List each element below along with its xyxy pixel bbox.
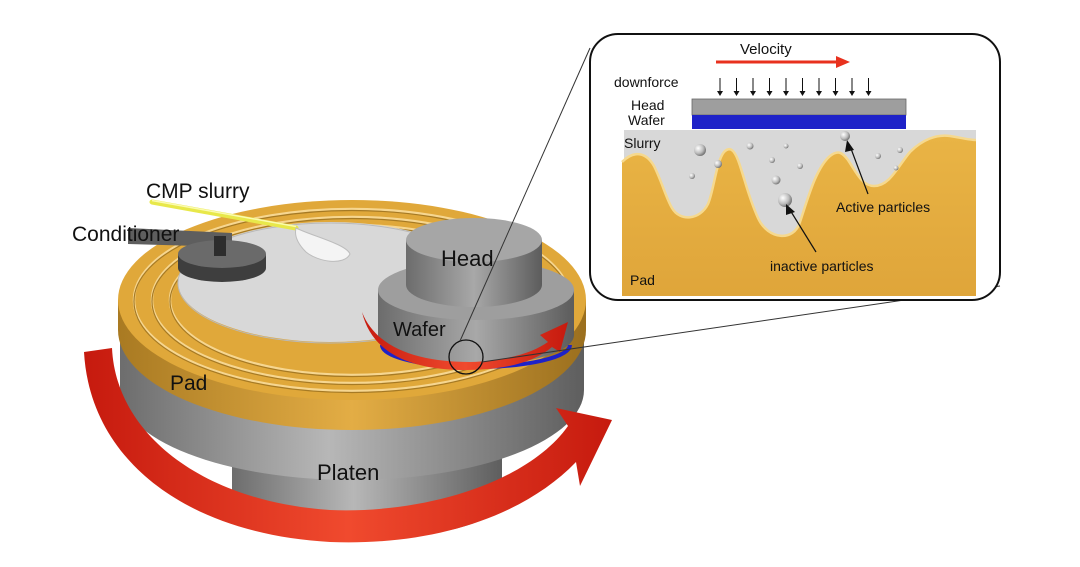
inset-head-layer — [691, 98, 907, 116]
head-rotation-arrow — [362, 312, 568, 370]
label-wafer: Wafer — [393, 319, 446, 341]
inset-label-slurry: Slurry — [624, 135, 661, 151]
particle — [694, 144, 706, 156]
slurry-tube-highlight — [151, 199, 297, 228]
slurry-particles — [689, 131, 903, 207]
inset-label-velocity: Velocity — [740, 41, 792, 58]
slurry-dispenser — [149, 199, 351, 262]
particle — [893, 165, 899, 171]
label-head: Head — [441, 246, 494, 271]
inset-label-wafer: Wafer — [628, 112, 665, 128]
pad — [118, 200, 586, 430]
inset-pad-highlight — [621, 134, 977, 238]
inset-label-head: Head — [631, 97, 664, 113]
head-rotation-arrow-body — [362, 312, 568, 370]
downforce-arrow-head — [799, 91, 806, 96]
downforce-arrow-head — [849, 91, 855, 96]
active-particle — [840, 131, 850, 141]
inactive-particles-pointer-head — [786, 204, 795, 215]
magnifier-line-top — [459, 47, 591, 342]
active-particles-pointer-head — [845, 140, 854, 152]
particle — [875, 153, 881, 159]
velocity-arrow-head — [836, 56, 850, 68]
inset-pad-surface — [622, 135, 976, 296]
downforce-arrow-head — [717, 91, 723, 96]
downforce-arrow-head — [733, 91, 740, 96]
particle — [769, 157, 775, 163]
downforce-arrow-head — [816, 91, 822, 96]
inset-panel: Velocity downforce Head Wafer — [589, 33, 1001, 301]
inset-label-active-particles: Active particles — [836, 199, 930, 215]
downforce-arrows — [717, 78, 872, 96]
label-conditioner: Conditioner — [72, 223, 179, 246]
inset-label-downforce: downforce — [614, 74, 679, 90]
inset-wafer-layer — [692, 115, 906, 129]
particle — [771, 175, 781, 185]
head-top-cap — [406, 218, 542, 262]
carrier-head — [378, 218, 574, 369]
downforce-arrow-head — [766, 91, 773, 96]
particle — [797, 163, 803, 169]
inactive-particle — [778, 193, 792, 207]
label-platen: Platen — [317, 460, 379, 485]
label-pad: Pad — [170, 372, 207, 395]
particle — [746, 142, 754, 150]
platen-rotation-arrow — [84, 348, 612, 543]
inactive-particles-pointer — [789, 209, 817, 253]
conditioner — [128, 228, 266, 282]
inset-label-pad: Pad — [630, 272, 655, 288]
downforce-arrow-head — [865, 91, 872, 96]
particle — [689, 173, 695, 179]
slurry-droplet — [295, 227, 351, 262]
conditioner-arm-end — [214, 236, 226, 256]
particle — [783, 143, 789, 149]
downforce-arrow-head — [832, 91, 839, 96]
downforce-arrow-head — [783, 91, 789, 96]
magnifier-circle — [448, 339, 484, 375]
downforce-arrow-head — [750, 91, 756, 96]
particle — [714, 160, 722, 168]
slurry-tube — [149, 199, 299, 231]
platen-rotation-arrow-body — [84, 348, 612, 543]
inset-label-inactive-particles: inactive particles — [770, 258, 874, 274]
particle — [897, 147, 903, 153]
label-cmp-slurry: CMP slurry — [146, 180, 250, 203]
active-particles-pointer — [849, 145, 869, 195]
